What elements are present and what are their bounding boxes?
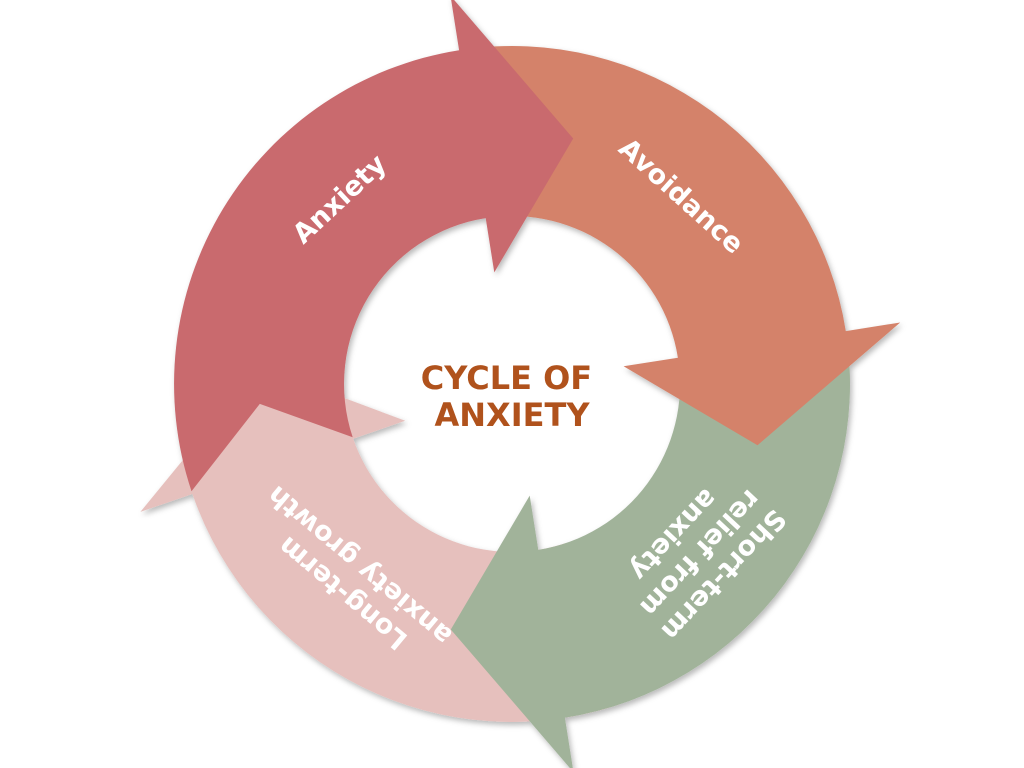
center-title-line-2: ANXIETY [435, 396, 591, 434]
arrow-avoidance [462, 45, 901, 446]
arrow-anxiety [174, 0, 574, 492]
arrow-relief [450, 334, 850, 768]
center-title-line-1: CYCLE OF [421, 359, 592, 397]
cycle-arrows [140, 0, 901, 768]
center-title: CYCLE OF ANXIETY [421, 359, 604, 434]
